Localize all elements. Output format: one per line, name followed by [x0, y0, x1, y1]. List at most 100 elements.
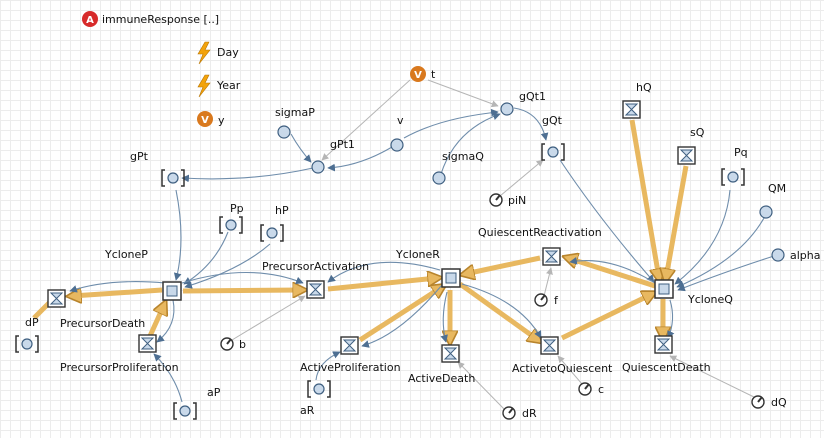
flow-node-ActiveProliferation[interactable]: ActiveProliferation [300, 336, 401, 374]
stock-bracket-icon [161, 169, 185, 187]
hourglass-icon [308, 283, 323, 296]
stock-node-hP[interactable]: hP [260, 204, 289, 242]
stock-node-aP[interactable]: aP [173, 386, 221, 420]
flow-label: QuiescentDeath [622, 361, 711, 374]
variable-label-y: y [218, 114, 225, 127]
link-ycloneq-quiescentdeath [667, 299, 675, 339]
stock-node-aR[interactable]: aR [300, 380, 331, 417]
flow-node-ActivetoQuiescent[interactable]: ActivetoQuiescent [512, 336, 613, 375]
stock-node-Pp[interactable]: Pp [219, 202, 244, 234]
flow-node-hQ[interactable]: hQ [622, 81, 652, 119]
stock-node-Pq[interactable]: Pq [721, 146, 748, 186]
dial-needle-icon [495, 194, 501, 201]
link-qm-ycloneq [676, 217, 765, 288]
pipe-quiescentreactivation-to-ycloner [465, 255, 541, 274]
stock-bracket-icon [219, 216, 243, 234]
lightning-icon [197, 41, 211, 65]
flow-node-sQ[interactable]: sQ [677, 126, 705, 165]
hourglass-icon [542, 339, 557, 352]
variable-badge-letter: V [414, 70, 422, 81]
pipe-ycloneq-to-quiescentreactivation [568, 258, 656, 289]
flow-label: QuiescentReactivation [478, 226, 602, 239]
link-ar-activeproliferation [315, 351, 341, 381]
event-item-day[interactable]: Day [197, 41, 239, 65]
flow-node-PrecursorActivation[interactable]: PrecursorActivation [262, 260, 369, 299]
stock-label: gQt [542, 114, 563, 127]
flow-node-QuiescentReactivation[interactable]: QuiescentReactivation [478, 226, 602, 266]
stock-node-dP[interactable]: dP [15, 316, 39, 353]
stock-node-gQt[interactable]: gQt [541, 114, 565, 161]
auxiliary-icon [277, 125, 291, 139]
pipe-activetoquiescent-to-yclonep [560, 294, 652, 341]
parameter-node-f[interactable]: f [534, 293, 559, 307]
parameter-node-dR[interactable]: dR [502, 406, 537, 420]
link-t-gqt1 [427, 79, 499, 108]
auxiliary-icon [759, 205, 773, 219]
stock-icon [313, 383, 325, 395]
auxiliary-node-QM[interactable]: QM [759, 182, 786, 219]
parameter-node-b[interactable]: b [220, 337, 246, 351]
link-ycloner-activeproliferation [361, 284, 443, 348]
stock-bracket-icon [260, 224, 284, 242]
stock-label: YcloneR [395, 248, 440, 261]
link-pin-gqt [499, 159, 544, 197]
auxiliary-node-sigmaP[interactable]: sigmaP [275, 106, 315, 139]
auxiliary-icon [390, 138, 404, 152]
flow-node-PrecursorProliferation[interactable]: PrecursorProliferation [60, 334, 179, 374]
flow-label: hQ [636, 81, 652, 94]
auxiliary-label: gQt1 [519, 90, 546, 103]
link-ycloner-activation [327, 261, 441, 283]
variable-icon [410, 66, 426, 82]
stock-node-YcloneR[interactable]: YcloneR [395, 248, 461, 288]
auxiliary-icon [771, 248, 785, 262]
auxiliary-node-gPt1[interactable]: gPt1 [311, 138, 355, 174]
information-links [69, 107, 775, 403]
parameter-node-dQ[interactable]: dQ [751, 395, 787, 409]
stock-icon [225, 219, 237, 231]
stock-label: dP [25, 316, 39, 329]
function-item[interactable]: A immuneResponse [..] [82, 11, 219, 27]
auxiliary-node-v[interactable]: v [390, 114, 404, 152]
parameter-node-c[interactable]: c [578, 382, 604, 396]
stock-icon [266, 227, 278, 239]
hourglass-icon [443, 347, 458, 360]
variable-badge-letter: V [201, 115, 209, 126]
variable-node-t[interactable]: V t [410, 66, 436, 82]
pipe-hq-to-ycloneq [629, 119, 659, 278]
link-gpt-yclonep [173, 189, 182, 281]
variable-item-y[interactable]: V y [197, 111, 225, 127]
pipe-ycloner-to-activetoquiescent [458, 281, 538, 340]
flow-node-PrecursorDeath[interactable]: PrecursorDeath [47, 289, 145, 330]
link-dr-activedeath [457, 361, 506, 411]
stock-bracket-icon [721, 168, 745, 186]
pipe-yclonep-to-precursoractivation [182, 290, 302, 291]
parameter-label: dR [522, 407, 537, 420]
parameter-label: f [554, 294, 559, 307]
link-gqt-ycloneq [559, 159, 655, 283]
flow-node-ActiveDeath[interactable]: ActiveDeath [408, 344, 475, 385]
stock-icon [179, 405, 191, 417]
stock-inner-icon [166, 285, 178, 297]
auxiliary-label: sigmaP [275, 106, 315, 119]
pipe-precursorproliferation-to-yclonep [147, 305, 164, 338]
hourglass-icon [544, 250, 559, 263]
auxiliary-node-alpha[interactable]: alpha [771, 248, 821, 262]
stock-node-gPt[interactable]: gPt [130, 150, 185, 187]
auxiliary-node-gQt1[interactable]: gQt1 [500, 90, 546, 116]
stock-inner-icon [658, 283, 670, 295]
stock-label: Pq [734, 146, 748, 159]
stock-label: aP [207, 386, 221, 399]
stock-label: aR [300, 404, 315, 417]
parameter-label: c [598, 383, 604, 396]
parameter-label: dQ [771, 396, 787, 409]
parameter-node-piN[interactable]: piN [489, 193, 526, 207]
flow-node-QuiescentDeath[interactable]: QuiescentDeath [622, 335, 711, 374]
stock-node-YcloneQ[interactable]: YcloneQ [654, 279, 733, 306]
stock-node-YcloneP[interactable]: YcloneP [104, 248, 182, 301]
event-item-year[interactable]: Year [197, 74, 241, 98]
auxiliary-label: QM [768, 182, 786, 195]
auxiliary-node-sigmaQ[interactable]: sigmaQ [432, 150, 484, 185]
dial-needle-icon [757, 396, 763, 403]
function-badge-letter: A [86, 15, 94, 26]
